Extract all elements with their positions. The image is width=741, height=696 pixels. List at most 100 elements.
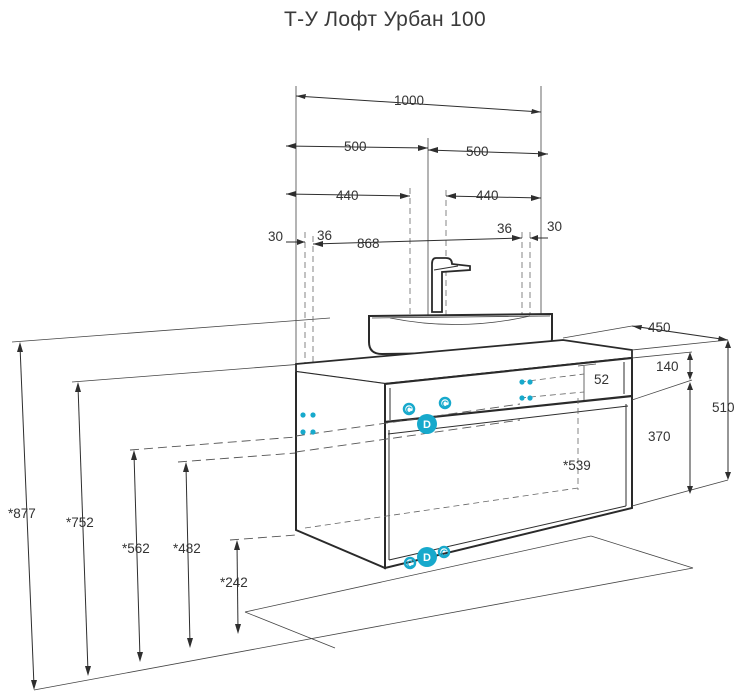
connection-markers: C D C C D C	[300, 379, 533, 570]
dim-1000-arrow-left	[296, 94, 306, 99]
dim-30-right-arrow	[530, 235, 538, 241]
dim-140-arrow-bottom	[687, 372, 693, 380]
dim-1000-label: 1000	[394, 93, 424, 108]
guide-562	[129, 436, 297, 451]
dim-242-arrow-bottom	[235, 624, 241, 634]
dim-500-right-line	[427, 149, 549, 155]
right-dimensions: 450 140 370 510 52 *539	[562, 320, 735, 507]
dim-877-arrow-bottom	[31, 680, 37, 690]
dim-440-right-label: 440	[476, 188, 499, 203]
cabinet-front	[384, 356, 633, 570]
dim-510-arrow-bottom	[725, 472, 731, 480]
dim-482-label: *482	[173, 541, 201, 556]
dim-562-arrow-top	[131, 450, 137, 460]
dim-562-arrow-bottom	[137, 652, 143, 662]
dim-440-right-line	[445, 195, 542, 199]
guide-242	[229, 534, 297, 541]
dim-752-line	[77, 385, 89, 673]
dim-868-line	[312, 237, 523, 245]
dim-500-left-label: 500	[344, 139, 367, 154]
water-dot-left-1	[300, 412, 306, 418]
water-dot-right-1	[519, 379, 525, 385]
floor-line-back	[244, 535, 592, 613]
marker-c-lower-left-label: C	[407, 559, 414, 569]
marker-c-upper-left-label: C	[406, 405, 413, 415]
top-dimensions: 1000 500 500 440 440 30 36 868	[268, 86, 562, 440]
dim-36-right-label: 36	[497, 221, 512, 236]
dim-140-label: 140	[656, 359, 679, 374]
dim-450-label: 450	[648, 320, 671, 335]
dim-36-left-label: 36	[317, 228, 332, 243]
dim-440-right-arrow-a	[446, 193, 456, 199]
dim-370-arrow-top	[687, 382, 693, 390]
dim-1000-arrow-right	[531, 109, 541, 114]
guide-482	[177, 452, 297, 463]
marker-c-lower-left	[403, 556, 417, 570]
drawing-title: Т-У Лофт Урбан 100	[284, 8, 486, 31]
dim-868-arrow-left	[313, 241, 323, 247]
dim-562: *562	[122, 450, 150, 662]
marker-c-upper-right	[438, 396, 452, 410]
floor-line-left	[244, 611, 336, 649]
dim-877-arrow-top	[17, 342, 23, 352]
marker-c-lower-right	[437, 545, 451, 559]
dim-500-left-line	[285, 145, 429, 149]
dim-510-arrow-top	[725, 340, 731, 348]
faucet-body	[431, 257, 471, 313]
dim-877-line	[19, 345, 35, 687]
dim-482: *482	[173, 462, 201, 648]
hidden-back-edge	[304, 487, 579, 529]
dim-482-arrow-bottom	[187, 638, 193, 648]
dim-877-label: *877	[8, 506, 36, 521]
floor-line-front	[33, 567, 694, 691]
dim-500-right-label: 500	[466, 144, 489, 159]
dim-500-left-arrow	[286, 143, 296, 149]
marker-d-lower-label: D	[423, 552, 431, 564]
dim-440-right-arrow-b	[531, 195, 541, 201]
marker-d-lower	[417, 547, 437, 567]
dim-370-label: 370	[648, 429, 671, 444]
dim-440-left-arrow-b	[400, 193, 410, 199]
dim-242-arrow-top	[234, 540, 240, 550]
dim-30-left-label: 30	[268, 229, 283, 244]
guide-877	[11, 317, 331, 343]
dim-562-label: *562	[122, 541, 150, 556]
cabinet	[295, 339, 633, 570]
dim-242: *242	[220, 540, 248, 634]
dim-500-center-arrow-r	[428, 147, 438, 153]
marker-d-upper-label: D	[423, 419, 431, 431]
dim-1000-line	[295, 95, 542, 113]
dim-562-line	[133, 453, 141, 659]
water-dot-left-2	[310, 412, 316, 418]
water-dot-right-2	[527, 379, 533, 385]
water-dot-right-4	[527, 395, 533, 401]
guide-upper-connection	[295, 403, 521, 437]
dim-868-label: 868	[357, 236, 380, 251]
faucet	[431, 257, 471, 313]
dim-242-line	[236, 543, 239, 631]
ext-450-a	[562, 325, 633, 339]
dim-752-label: *752	[66, 515, 94, 530]
dim-440-left-label: 440	[336, 188, 359, 203]
marker-c-lower-right-label: C	[441, 548, 448, 558]
marker-c-upper-left	[402, 402, 416, 416]
dim-450-arrow-left	[632, 325, 642, 330]
dim-877: *877	[8, 342, 37, 690]
water-dot-right-3	[519, 395, 525, 401]
dim-752: *752	[66, 382, 94, 676]
dim-752-arrow-bottom	[85, 666, 91, 676]
dim-450-line	[631, 325, 729, 341]
water-dot-left-3	[300, 429, 306, 435]
marker-d-upper	[417, 414, 437, 434]
cabinet-left-side	[295, 372, 386, 570]
dim-482-arrow-top	[183, 462, 189, 472]
dim-450-arrow-right	[718, 336, 728, 341]
marker-c-upper-right-label: C	[442, 399, 449, 409]
dim-500-center-arrow-l	[418, 145, 428, 151]
dim-539-label: *539	[563, 458, 591, 473]
dim-868-arrow-right	[512, 235, 522, 241]
dim-510-label: 510	[712, 400, 735, 415]
dim-242-label: *242	[220, 575, 248, 590]
